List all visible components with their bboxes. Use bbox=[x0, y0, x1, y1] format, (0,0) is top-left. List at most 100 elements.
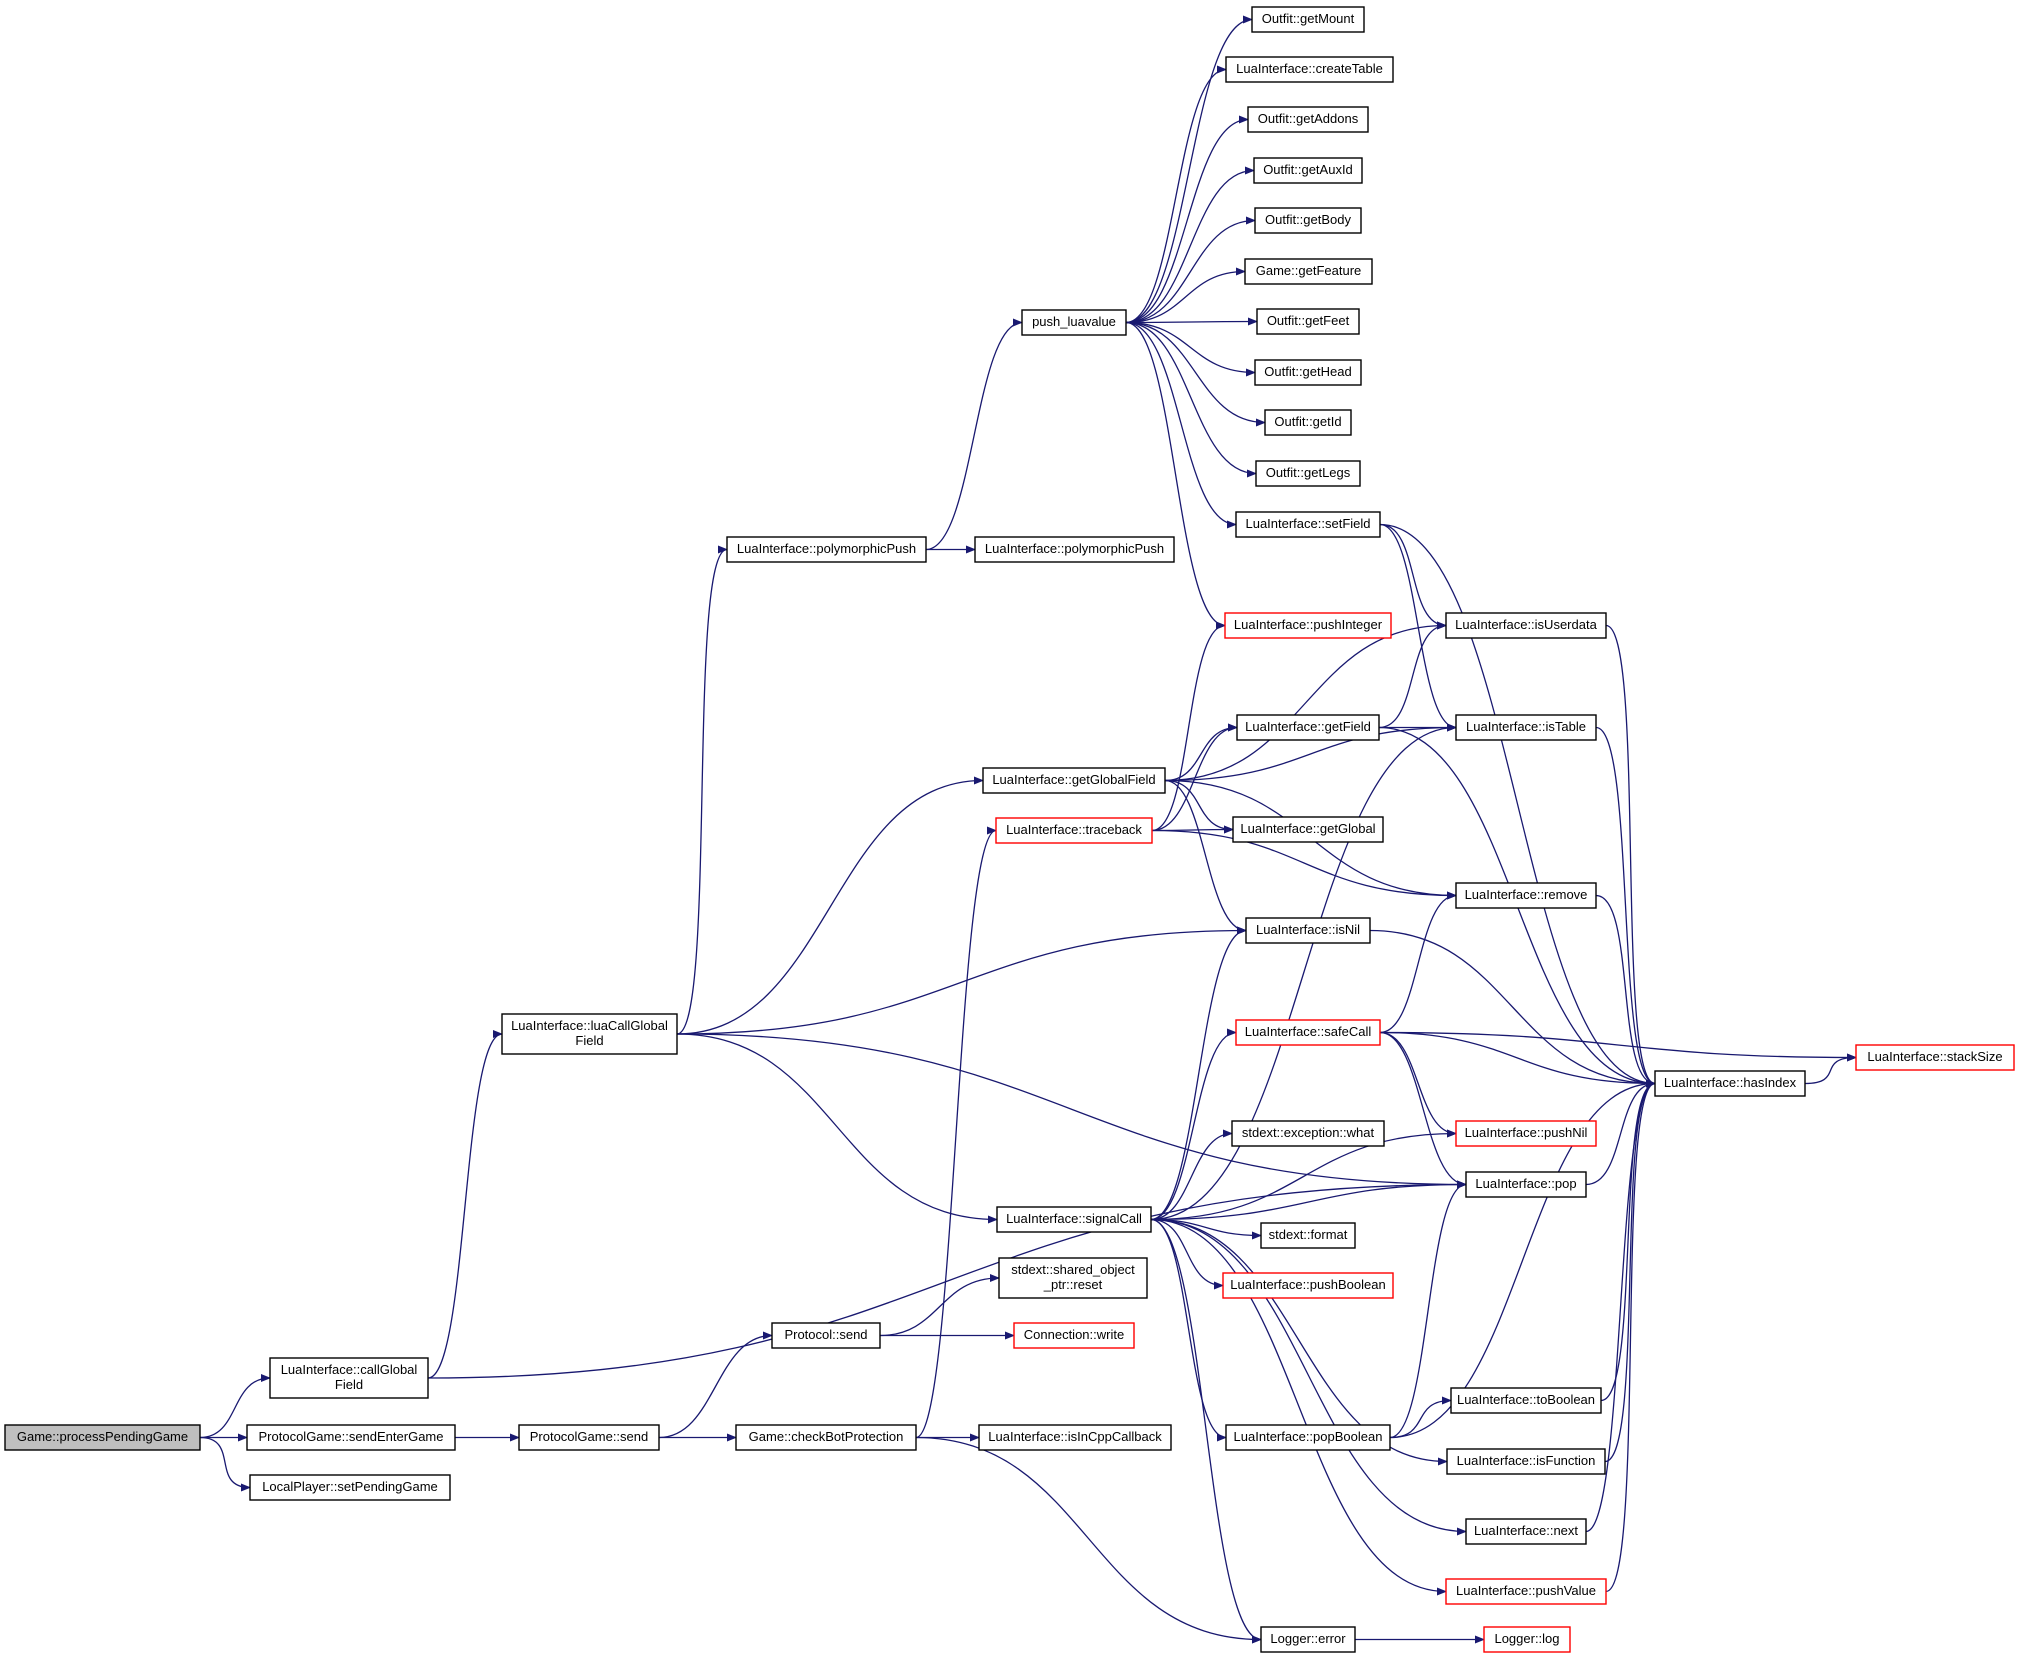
edge-signal-call-to-logger-error bbox=[1150, 1218, 1262, 1644]
node-push-nil[interactable]: LuaInterface::pushNil bbox=[1455, 1120, 1597, 1147]
node-label: LuaInterface::getField bbox=[1245, 719, 1371, 734]
node-box bbox=[1260, 1222, 1356, 1249]
node-send-enter-game[interactable]: ProtocolGame::sendEnterGame bbox=[246, 1424, 456, 1451]
node-label: LuaInterface::getGlobalField bbox=[992, 772, 1155, 787]
edge-signal-call-to-pop-boolean bbox=[1150, 1218, 1227, 1442]
edge-signal-call-to-is-table bbox=[1150, 723, 1457, 1221]
node-is-table[interactable]: LuaInterface::isTable bbox=[1455, 714, 1597, 741]
edge-push-luavalue-to-get-feet bbox=[1125, 317, 1258, 326]
edge-push-luavalue-to-create-table bbox=[1125, 65, 1227, 324]
node-box bbox=[978, 1424, 1172, 1451]
node-pop-boolean[interactable]: LuaInterface::popBoolean bbox=[1225, 1424, 1391, 1451]
node-next[interactable]: LuaInterface::next bbox=[1465, 1518, 1587, 1545]
edge-safe-call-to-push-nil bbox=[1379, 1031, 1457, 1138]
edge-signal-call-to-pop bbox=[1150, 1180, 1467, 1221]
node-set-pending-game[interactable]: LocalPlayer::setPendingGame bbox=[249, 1474, 451, 1501]
edge-has-index-to-stack-size bbox=[1804, 1053, 1857, 1085]
node-label: LuaInterface::callGlobal bbox=[281, 1362, 418, 1377]
node-push-luavalue[interactable]: push_luavalue bbox=[1021, 309, 1127, 336]
node-pg-send[interactable]: ProtocolGame::send bbox=[518, 1424, 660, 1451]
edge-push-luavalue-to-get-head bbox=[1125, 321, 1256, 377]
node-format[interactable]: stdext::format bbox=[1260, 1222, 1356, 1249]
node-get-id[interactable]: Outfit::getId bbox=[1264, 409, 1352, 436]
node-box bbox=[1021, 309, 1127, 336]
node-to-boolean[interactable]: LuaInterface::toBoolean bbox=[1450, 1387, 1602, 1414]
node-label: _ptr::reset bbox=[1043, 1277, 1103, 1292]
node-label: LuaInterface::pushNil bbox=[1465, 1125, 1588, 1140]
node-shared-reset[interactable]: stdext::shared_object_ptr::reset bbox=[998, 1257, 1148, 1299]
node-exc-what[interactable]: stdext::exception::what bbox=[1231, 1120, 1385, 1147]
node-box bbox=[726, 536, 927, 563]
node-is-function[interactable]: LuaInterface::isFunction bbox=[1446, 1448, 1606, 1475]
node-logger-error[interactable]: Logger::error bbox=[1260, 1626, 1356, 1653]
node-box bbox=[735, 1424, 917, 1451]
edge-lua-call-global-field-to-pop bbox=[676, 1033, 1467, 1189]
edge-signal-call-to-push-value bbox=[1150, 1218, 1447, 1596]
nodes: Game::processPendingGame LuaInterface::ca… bbox=[4, 6, 2015, 1653]
node-set-field[interactable]: LuaInterface::setField bbox=[1235, 511, 1381, 538]
node-get-mount[interactable]: Outfit::getMount bbox=[1251, 6, 1365, 33]
node-label: LuaInterface::toBoolean bbox=[1457, 1392, 1595, 1407]
edge-next-to-has-index bbox=[1585, 1079, 1656, 1533]
node-label: Outfit::getLegs bbox=[1266, 465, 1351, 480]
node-is-nil[interactable]: LuaInterface::isNil bbox=[1245, 917, 1371, 944]
node-conn-write[interactable]: Connection::write bbox=[1013, 1322, 1135, 1349]
node-box bbox=[1251, 6, 1365, 33]
node-traceback[interactable]: LuaInterface::traceback bbox=[995, 817, 1153, 844]
node-get-legs[interactable]: Outfit::getLegs bbox=[1255, 460, 1361, 487]
node-signal-call[interactable]: LuaInterface::signalCall bbox=[996, 1206, 1152, 1233]
edge-is-table-to-has-index bbox=[1595, 726, 1656, 1088]
edge-get-field-to-is-userdata bbox=[1378, 621, 1447, 729]
node-get-field[interactable]: LuaInterface::getField bbox=[1236, 714, 1380, 741]
node-is-in-cpp-callback[interactable]: LuaInterface::isInCppCallback bbox=[978, 1424, 1172, 1451]
edge-proto-send-to-shared-reset bbox=[879, 1274, 1000, 1337]
node-label: LuaInterface::pushValue bbox=[1456, 1583, 1596, 1598]
node-create-table[interactable]: LuaInterface::createTable bbox=[1225, 56, 1394, 83]
node-get-feature[interactable]: Game::getFeature bbox=[1244, 258, 1373, 285]
node-label: LuaInterface::next bbox=[1474, 1523, 1578, 1538]
node-get-addons[interactable]: Outfit::getAddons bbox=[1247, 106, 1369, 133]
edge-push-luavalue-to-get-mount bbox=[1125, 15, 1253, 324]
node-get-global-field[interactable]: LuaInterface::getGlobalField bbox=[982, 767, 1166, 794]
node-label: Outfit::getMount bbox=[1262, 11, 1355, 26]
node-label: LuaInterface::isInCppCallback bbox=[988, 1429, 1162, 1444]
node-push-integer[interactable]: LuaInterface::pushInteger bbox=[1224, 612, 1392, 639]
node-check-bot[interactable]: Game::checkBotProtection bbox=[735, 1424, 917, 1451]
node-safe-call[interactable]: LuaInterface::safeCall bbox=[1235, 1019, 1381, 1046]
node-box bbox=[1225, 56, 1394, 83]
node-proto-send[interactable]: Protocol::send bbox=[771, 1322, 881, 1349]
node-is-userdata[interactable]: LuaInterface::isUserdata bbox=[1445, 612, 1607, 639]
node-push-value[interactable]: LuaInterface::pushValue bbox=[1445, 1578, 1607, 1605]
node-label: LuaInterface::pushInteger bbox=[1234, 617, 1383, 632]
node-stack-size[interactable]: LuaInterface::stackSize bbox=[1855, 1044, 2015, 1071]
edge-is-userdata-to-has-index bbox=[1605, 624, 1656, 1088]
node-has-index[interactable]: LuaInterface::hasIndex bbox=[1654, 1070, 1806, 1097]
edge-pop-boolean-to-has-index bbox=[1389, 1079, 1656, 1439]
node-get-head[interactable]: Outfit::getHead bbox=[1254, 359, 1362, 386]
node-poly-push2[interactable]: LuaInterface::polymorphicPush bbox=[974, 536, 1175, 563]
node-label: stdext::shared_object bbox=[1011, 1262, 1135, 1277]
edge-push-luavalue-to-get-legs bbox=[1125, 321, 1257, 478]
edge-get-global-field-to-get-field bbox=[1164, 723, 1238, 782]
edge-lua-call-global-field-to-signal-call bbox=[676, 1033, 998, 1224]
node-push-boolean[interactable]: LuaInterface::pushBoolean bbox=[1222, 1272, 1394, 1299]
node-label: LuaInterface::stackSize bbox=[1867, 1049, 2002, 1064]
node-pop[interactable]: LuaInterface::pop bbox=[1465, 1171, 1587, 1198]
node-remove[interactable]: LuaInterface::remove bbox=[1455, 882, 1597, 909]
node-box bbox=[1446, 1448, 1606, 1475]
edge-safe-call-to-stack-size bbox=[1379, 1031, 1857, 1062]
node-get-feet[interactable]: Outfit::getFeet bbox=[1256, 308, 1360, 335]
node-poly-push1[interactable]: LuaInterface::polymorphicPush bbox=[726, 536, 927, 563]
node-box bbox=[771, 1322, 881, 1349]
node-label: LocalPlayer::setPendingGame bbox=[262, 1479, 438, 1494]
node-get-global[interactable]: LuaInterface::getGlobal bbox=[1232, 816, 1384, 843]
edge-check-bot-to-traceback bbox=[915, 826, 997, 1439]
node-logger-log[interactable]: Logger::log bbox=[1483, 1626, 1571, 1653]
node-get-aux-id[interactable]: Outfit::getAuxId bbox=[1253, 157, 1363, 184]
edge-pg-send-to-proto-send bbox=[658, 1331, 773, 1439]
node-get-body[interactable]: Outfit::getBody bbox=[1254, 207, 1362, 234]
node-process-pending-game[interactable]: Game::processPendingGame bbox=[4, 1424, 201, 1451]
